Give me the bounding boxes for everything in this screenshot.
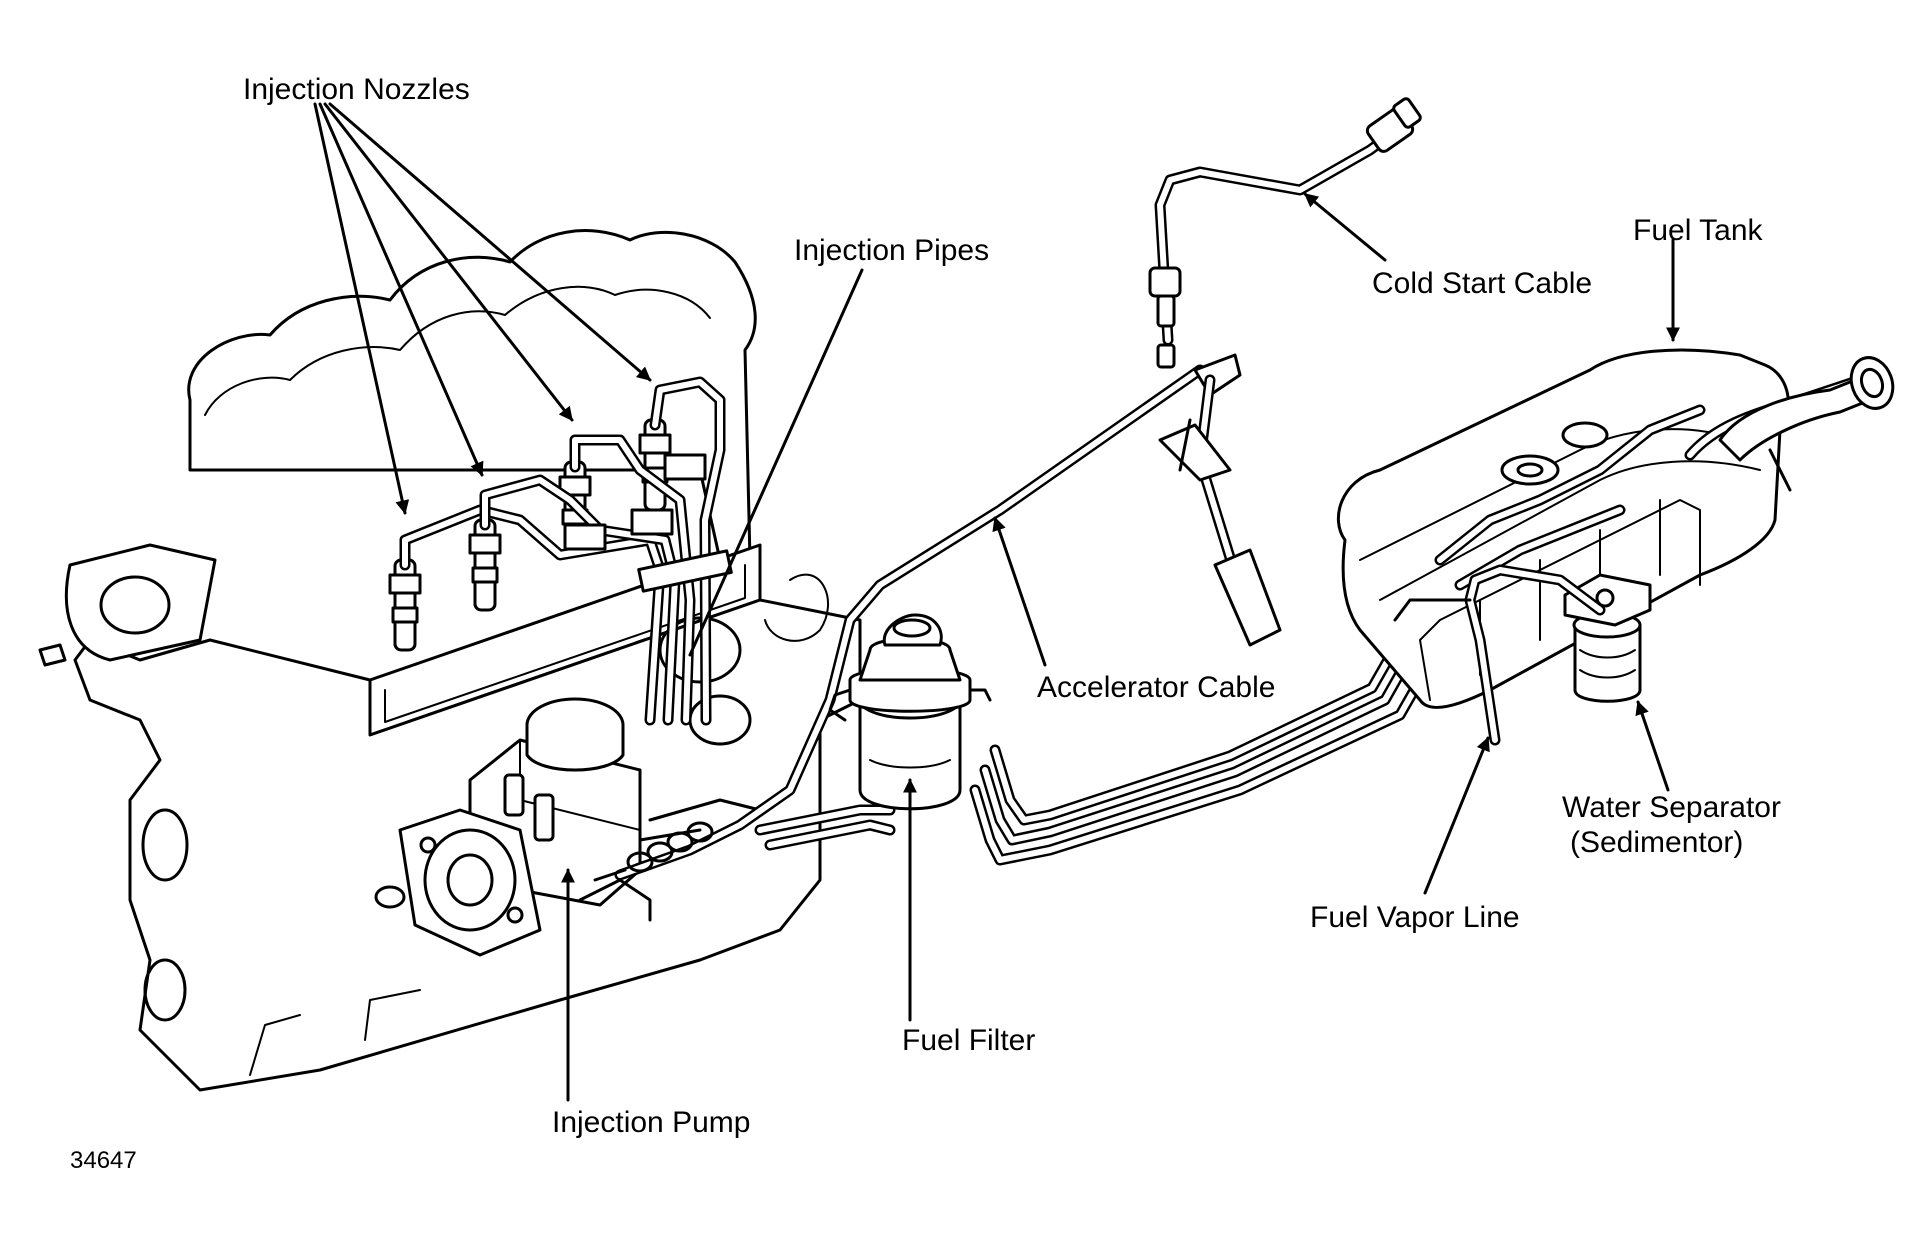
injection-pipes-leader	[688, 268, 864, 657]
label-injection-pump: Injection Pump	[552, 1106, 750, 1139]
nozzle-arrow-4	[328, 102, 652, 382]
nozzle-2	[468, 518, 502, 612]
fuel-filter	[828, 613, 992, 811]
cold-start-cable	[1148, 97, 1422, 369]
accelerator-pedal	[1158, 353, 1282, 647]
label-injection-nozzles: Injection Nozzles	[243, 73, 470, 106]
fuel-vapor-line-arrow	[1423, 736, 1490, 895]
label-sedimentor: (Sedimentor)	[1570, 826, 1743, 859]
injection-pump	[398, 697, 762, 957]
label-fuel-tank: Fuel Tank	[1633, 214, 1764, 247]
labels: Injection Nozzles Injection Pipes Cold S…	[70, 73, 1781, 1174]
nozzle-arrow-3	[323, 102, 574, 422]
figure-number: 34647	[70, 1147, 137, 1174]
label-water-separator: Water Separator	[1562, 791, 1781, 824]
label-accelerator-cable: Accelerator Cable	[1037, 671, 1275, 704]
filler-neck	[1684, 356, 1895, 492]
water-separator-arrow	[1635, 700, 1670, 792]
cold-start-knob	[1365, 97, 1422, 153]
nozzle-arrow-2	[318, 102, 484, 477]
leader-arrows	[313, 102, 1680, 1102]
injection-pipes	[399, 376, 733, 726]
fuel-vapor-line	[1393, 564, 1606, 746]
nozzle-1	[388, 558, 422, 652]
label-cold-start-cable: Cold Start Cable	[1372, 267, 1592, 300]
nozzle-arrow-1	[313, 102, 410, 515]
cold-start-cable-arrow	[1303, 192, 1387, 262]
label-fuel-vapor-line: Fuel Vapor Line	[1310, 901, 1520, 934]
engine-block	[38, 229, 862, 1092]
label-injection-pipes: Injection Pipes	[794, 234, 989, 267]
accelerator-cable-boot	[593, 821, 714, 882]
fuel-tank	[1336, 348, 1895, 709]
label-fuel-filter: Fuel Filter	[902, 1024, 1035, 1057]
accelerator-cable-arrow	[992, 516, 1047, 667]
water-separator	[1563, 573, 1652, 703]
accelerator-cable	[593, 353, 1282, 882]
